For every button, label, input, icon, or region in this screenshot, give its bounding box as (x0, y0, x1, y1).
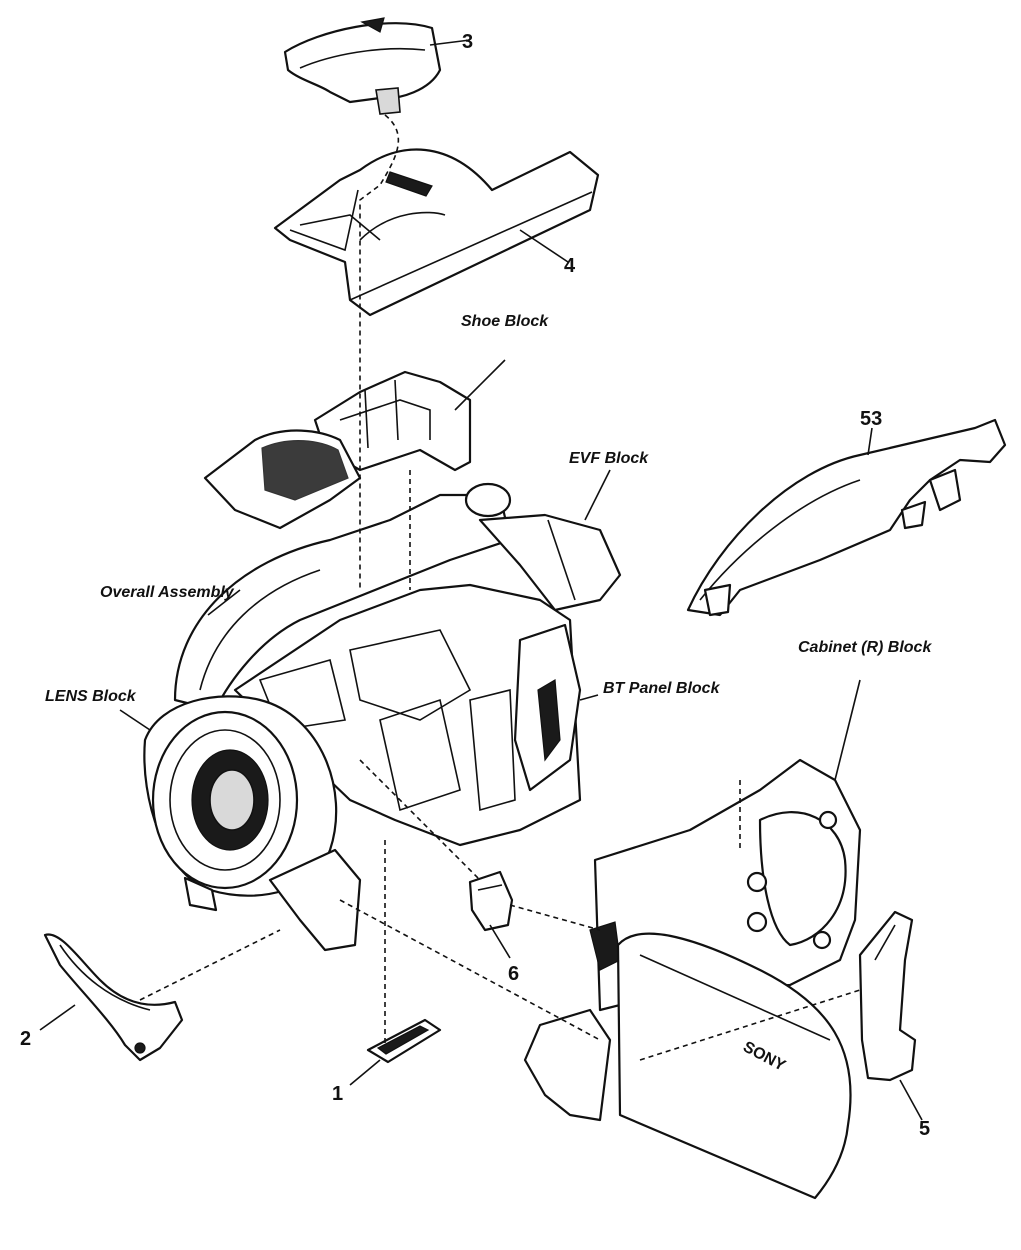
part-3-jack-cover (283, 17, 442, 115)
part-53-cover (686, 418, 1007, 617)
part-4-top-cabinet (273, 148, 600, 317)
part-1 (366, 1018, 442, 1064)
part-6 (468, 870, 514, 932)
shoe-block (203, 370, 472, 530)
label-part-2: 2 (20, 1028, 31, 1050)
label-part-1: 1 (332, 1083, 343, 1105)
leader-lines (39, 39, 923, 1121)
label-part-4: 4 (564, 255, 576, 277)
label-lens-block: LENS Block (45, 688, 137, 705)
cabinet-r-block: SONY (523, 758, 862, 1200)
label-cabinet-r-block: Cabinet (R) Block (798, 639, 932, 656)
label-bt-panel-block: BT Panel Block (603, 680, 721, 697)
label-shoe-block: Shoe Block (461, 313, 549, 330)
label-part-6: 6 (508, 963, 519, 985)
label-part-53: 53 (860, 408, 882, 430)
label-part-5: 5 (919, 1118, 930, 1140)
label-part-3: 3 (462, 31, 473, 53)
part-2 (43, 933, 184, 1062)
overall-assembly-body (143, 482, 622, 952)
label-overall-assembly: Overall Assembly (100, 584, 235, 601)
label-evf-block: EVF Block (569, 450, 649, 467)
part-5 (858, 910, 917, 1082)
